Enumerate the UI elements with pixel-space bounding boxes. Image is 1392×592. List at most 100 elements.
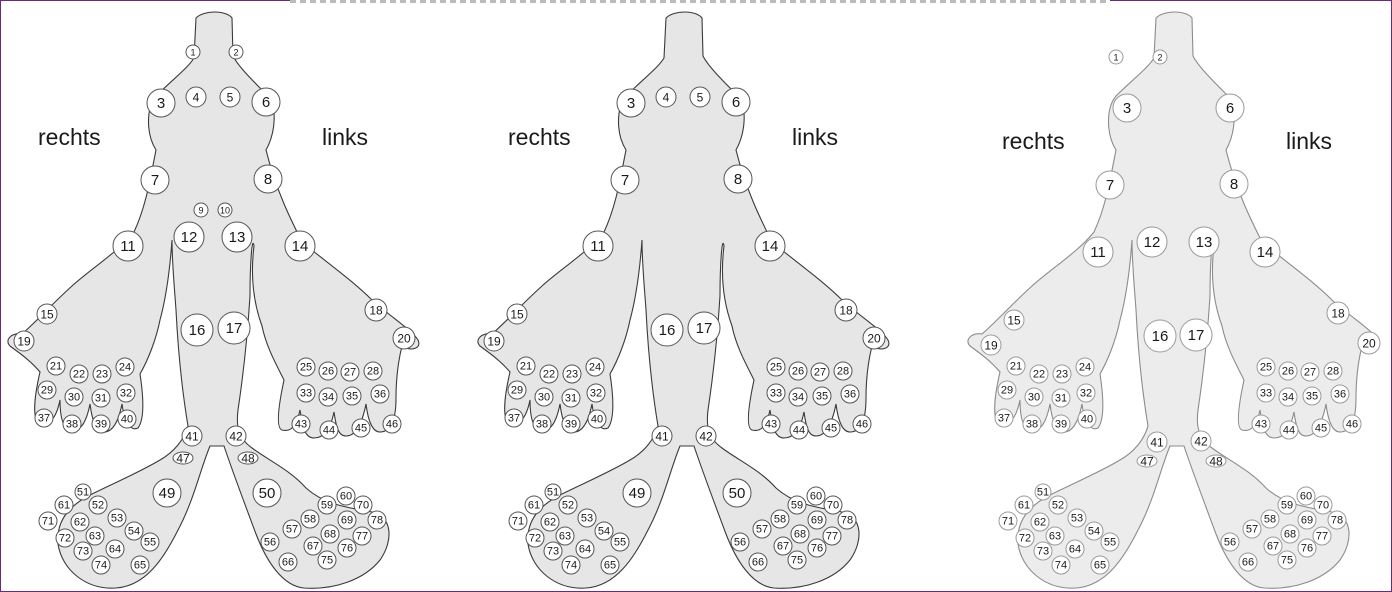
joint-marker-76[interactable]: 76 [1298, 539, 1316, 557]
joint-marker-23[interactable]: 23 [93, 365, 111, 383]
joint-marker-34[interactable]: 34 [319, 388, 337, 406]
joint-marker-64[interactable]: 64 [1066, 540, 1084, 558]
joint-marker-71[interactable]: 71 [509, 512, 527, 530]
joint-marker-60[interactable]: 60 [337, 487, 355, 505]
joint-marker-38[interactable]: 38 [533, 415, 551, 433]
joint-marker-4[interactable]: 4 [656, 87, 676, 107]
joint-marker-6[interactable]: 6 [1216, 94, 1244, 122]
joint-marker-25[interactable]: 25 [767, 358, 785, 376]
joint-marker-73[interactable]: 73 [1034, 542, 1052, 560]
joint-marker-40[interactable]: 40 [588, 410, 606, 428]
joint-marker-3[interactable]: 3 [1113, 94, 1141, 122]
joint-marker-62[interactable]: 62 [541, 513, 559, 531]
joint-marker-30[interactable]: 30 [535, 388, 553, 406]
joint-marker-77[interactable]: 77 [353, 527, 371, 545]
joint-marker-29[interactable]: 29 [508, 381, 526, 399]
joint-marker-7[interactable]: 7 [141, 166, 169, 194]
joint-marker-57[interactable]: 57 [753, 520, 771, 538]
joint-marker-58[interactable]: 58 [1261, 510, 1279, 528]
joint-marker-28[interactable]: 28 [834, 362, 852, 380]
joint-marker-35[interactable]: 35 [343, 387, 361, 405]
joint-marker-62[interactable]: 62 [1031, 513, 1049, 531]
joint-marker-44[interactable]: 44 [790, 421, 808, 439]
joint-marker-60[interactable]: 60 [1297, 487, 1315, 505]
joint-marker-7[interactable]: 7 [1096, 171, 1124, 199]
joint-marker-78[interactable]: 78 [838, 511, 856, 529]
joint-marker-46[interactable]: 46 [853, 415, 871, 433]
joint-marker-34[interactable]: 34 [789, 388, 807, 406]
joint-marker-6[interactable]: 6 [252, 88, 280, 116]
joint-marker-32[interactable]: 32 [1077, 384, 1095, 402]
joint-marker-9[interactable]: 9 [194, 203, 208, 217]
joint-marker-50[interactable]: 50 [723, 479, 751, 507]
joint-marker-45[interactable]: 45 [822, 419, 840, 437]
joint-marker-16[interactable]: 16 [1144, 320, 1176, 352]
joint-marker-75[interactable]: 75 [318, 551, 336, 569]
joint-marker-52[interactable]: 52 [559, 496, 577, 514]
joint-marker-55[interactable]: 55 [141, 533, 159, 551]
joint-marker-67[interactable]: 67 [1264, 537, 1282, 555]
joint-marker-38[interactable]: 38 [1023, 415, 1041, 433]
joint-marker-42[interactable]: 42 [1191, 431, 1211, 451]
joint-marker-1[interactable]: 1 [186, 45, 200, 59]
joint-marker-44[interactable]: 44 [320, 421, 338, 439]
joint-marker-33[interactable]: 33 [1257, 384, 1275, 402]
joint-marker-55[interactable]: 55 [611, 533, 629, 551]
joint-marker-1[interactable]: 1 [1109, 50, 1123, 64]
joint-marker-69[interactable]: 69 [1298, 511, 1316, 529]
joint-marker-37[interactable]: 37 [995, 409, 1013, 427]
joint-marker-20[interactable]: 20 [1358, 332, 1380, 354]
joint-marker-5[interactable]: 5 [690, 87, 710, 107]
joint-marker-52[interactable]: 52 [89, 496, 107, 514]
joint-marker-46[interactable]: 46 [383, 415, 401, 433]
joint-marker-36[interactable]: 36 [371, 385, 389, 403]
joint-marker-68[interactable]: 68 [1281, 525, 1299, 543]
joint-marker-17[interactable]: 17 [1180, 319, 1212, 351]
joint-marker-19[interactable]: 19 [14, 331, 34, 351]
joint-marker-29[interactable]: 29 [38, 381, 56, 399]
joint-marker-24[interactable]: 24 [116, 358, 134, 376]
joint-marker-61[interactable]: 61 [55, 496, 73, 514]
joint-marker-65[interactable]: 65 [131, 556, 149, 574]
joint-marker-31[interactable]: 31 [1052, 389, 1070, 407]
joint-marker-15[interactable]: 15 [507, 304, 527, 324]
joint-marker-20[interactable]: 20 [393, 327, 415, 349]
joint-marker-26[interactable]: 26 [789, 362, 807, 380]
joint-marker-16[interactable]: 16 [651, 314, 683, 346]
joint-marker-71[interactable]: 71 [999, 512, 1017, 530]
joint-marker-60[interactable]: 60 [807, 487, 825, 505]
joint-marker-54[interactable]: 54 [125, 522, 143, 540]
joint-marker-31[interactable]: 31 [562, 389, 580, 407]
joint-marker-58[interactable]: 58 [771, 510, 789, 528]
joint-marker-21[interactable]: 21 [47, 357, 65, 375]
joint-marker-56[interactable]: 56 [261, 533, 279, 551]
joint-marker-66[interactable]: 66 [749, 553, 767, 571]
joint-marker-68[interactable]: 68 [791, 525, 809, 543]
joint-marker-12[interactable]: 12 [1137, 227, 1167, 257]
joint-marker-53[interactable]: 53 [1068, 509, 1086, 527]
joint-marker-6[interactable]: 6 [722, 88, 750, 116]
joint-marker-30[interactable]: 30 [1025, 388, 1043, 406]
joint-marker-59[interactable]: 59 [1278, 496, 1296, 514]
joint-marker-59[interactable]: 59 [318, 496, 336, 514]
joint-marker-56[interactable]: 56 [731, 533, 749, 551]
joint-marker-43[interactable]: 43 [292, 415, 310, 433]
joint-marker-15[interactable]: 15 [1004, 310, 1024, 330]
joint-marker-61[interactable]: 61 [525, 496, 543, 514]
joint-marker-33[interactable]: 33 [767, 384, 785, 402]
joint-marker-39[interactable]: 39 [1052, 415, 1070, 433]
joint-marker-16[interactable]: 16 [181, 314, 213, 346]
joint-marker-57[interactable]: 57 [283, 520, 301, 538]
joint-marker-24[interactable]: 24 [586, 358, 604, 376]
joint-marker-12[interactable]: 12 [174, 222, 204, 252]
joint-marker-53[interactable]: 53 [578, 509, 596, 527]
joint-marker-69[interactable]: 69 [808, 511, 826, 529]
joint-marker-23[interactable]: 23 [563, 365, 581, 383]
joint-marker-50[interactable]: 50 [253, 479, 281, 507]
joint-marker-64[interactable]: 64 [106, 540, 124, 558]
joint-marker-31[interactable]: 31 [92, 389, 110, 407]
joint-marker-77[interactable]: 77 [823, 527, 841, 545]
joint-marker-42[interactable]: 42 [226, 426, 246, 446]
joint-marker-17[interactable]: 17 [218, 312, 250, 344]
joint-marker-54[interactable]: 54 [595, 522, 613, 540]
